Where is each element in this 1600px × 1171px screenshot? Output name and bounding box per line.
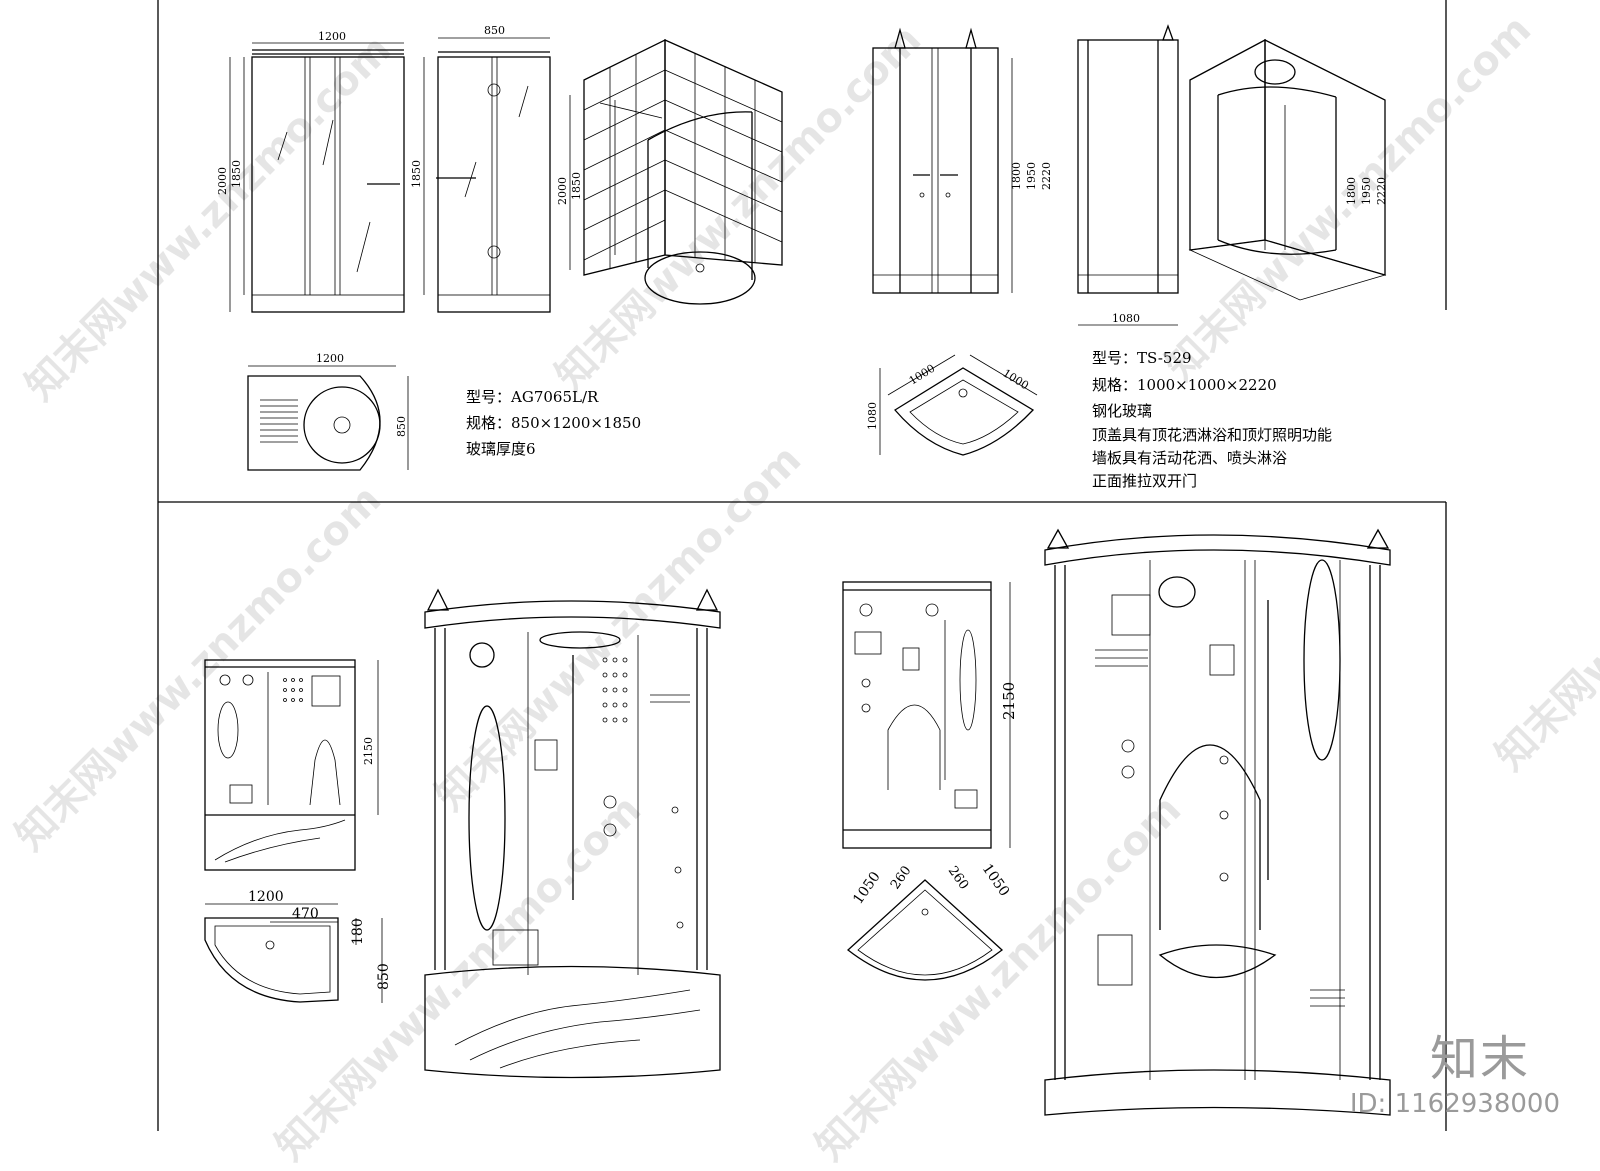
m1-plan-width-label: 1200 [316,352,344,365]
brand-logo-text: 知末 [1429,1031,1530,1087]
m2-model-size: 规格：1000×1000×2220 [1092,376,1277,394]
model-4-plan-view: 1050 260 260 1050 [846,861,1013,981]
m2-iso-height-1-label: 1800 [1345,177,1358,205]
model-4-front-elevation: 2150 [842,581,1018,849]
model-1-front-elevation: 1200 2000 1850 [216,30,405,313]
m1-plan-depth-label: 850 [395,416,408,437]
model-3-perspective-view [424,588,721,1079]
m1-iso-height-outer-label: 2000 [556,177,569,205]
model-1-isometric-view: 2000 1850 [556,38,783,305]
model-2-side-elevation: 1080 [1077,24,1179,326]
m1-model-title: 型号：AG7065L/R [466,388,599,406]
m1-front-width-label: 1200 [318,30,346,43]
m2-plan-a-label: 1000 [907,362,938,388]
m4-plan-b-label: 260 [888,863,915,892]
model-2-plan-view: 1000 1000 1080 [866,354,1038,456]
m1-glass-thickness: 玻璃厚度6 [466,440,536,458]
m2-side-width-label: 1080 [1112,312,1140,325]
m2-feature-1: 钢化玻璃 [1092,402,1152,420]
m4-plan-a-label: 1050 [850,869,884,907]
m2-height-3-label: 2220 [1040,162,1053,190]
m3-plan-offset-label: 470 [292,906,319,922]
m4-plan-d-label: 1050 [979,861,1013,899]
m1-iso-height-inner-label: 1850 [570,172,583,200]
m2-feature-4: 正面推拉双开门 [1092,472,1197,490]
model-2-front-elevation: 1800 1950 2220 [872,27,1053,294]
m1-side-width-label: 850 [484,24,505,37]
m3-height-label: 2150 [362,737,375,765]
m2-height-2-label: 1950 [1025,162,1038,190]
m2-feature-2: 顶盖具有顶花洒淋浴和顶灯照明功能 [1092,426,1332,444]
m4-plan-c-label: 260 [945,864,972,893]
model-4-perspective-view [1044,528,1391,1116]
m2-model-title: 型号：TS-529 [1092,349,1192,367]
m3-plan-width-label: 1200 [248,889,284,905]
model-2-isometric-view: 1800 1950 2220 [1188,38,1388,301]
m3-plan-inset-label: 180 [350,918,366,945]
m4-height-label: 2150 [1000,682,1018,720]
m1-model-size: 规格：850×1200×1850 [466,414,641,432]
image-id-label: ID: 1162938000 [1349,1089,1560,1119]
m2-plan-c-label: 1080 [866,402,879,430]
model-2-spec-block: 型号：TS-529 规格：1000×1000×2220 钢化玻璃 顶盖具有顶花洒… [1092,349,1332,490]
model-1-side-elevation: 850 1850 [410,24,551,313]
sheet-frame [157,0,1447,1131]
m2-iso-height-3-label: 2220 [1375,177,1388,205]
m2-height-1-label: 1800 [1010,162,1023,190]
m2-feature-3: 墙板具有活动花洒、喷头淋浴 [1092,449,1287,467]
cad-drawing-sheet: 1200 2000 1850 850 1850 [157,0,1447,1131]
m1-front-height-inner-label: 1850 [230,160,243,188]
model-3-front-elevation: 2150 [204,659,379,871]
model-3-plan-view: 1200 470 180 850 [204,889,392,1003]
model-1-spec-block: 型号：AG7065L/R 规格：850×1200×1850 玻璃厚度6 [466,388,641,458]
model-1-plan-view: 1200 850 [247,352,409,471]
m2-iso-height-2-label: 1950 [1360,177,1373,205]
m1-side-height-label: 1850 [410,160,423,188]
m3-plan-depth-label: 850 [376,963,392,990]
m2-plan-b-label: 1000 [1000,367,1031,393]
m1-front-height-outer-label: 2000 [216,167,229,195]
